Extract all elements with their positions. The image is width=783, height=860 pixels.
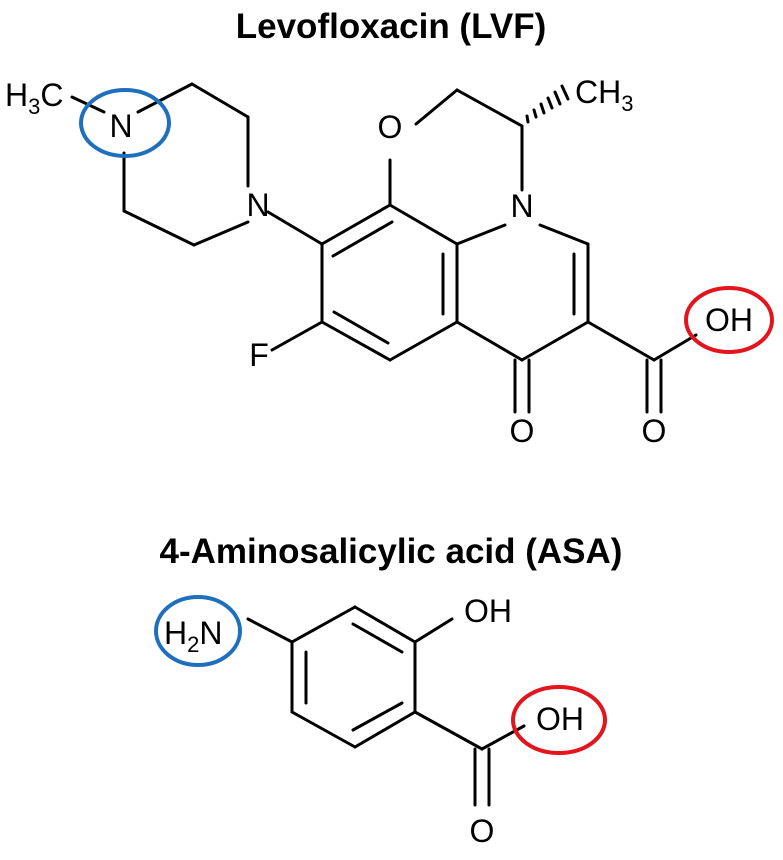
o-acid-label: O xyxy=(470,813,495,849)
n-methyl-label: N xyxy=(109,108,132,144)
acid-highlight-ring xyxy=(684,286,774,354)
levofloxacin-bonds xyxy=(70,82,698,414)
acid-highlight-ring xyxy=(511,685,607,755)
hashed-wedge-bond xyxy=(525,84,570,124)
o-keto-label: O xyxy=(510,413,535,449)
n-ring-label: N xyxy=(510,188,533,224)
o-ring-label: O xyxy=(378,109,403,145)
ch3-label: CH3 xyxy=(575,74,633,116)
aminosalicylic-acid-title: 4-Aminosalicylic acid (ASA) xyxy=(160,532,623,571)
oh-acid-label: OH xyxy=(705,302,753,338)
levofloxacin-title: Levofloxacin (LVF) xyxy=(236,7,547,46)
amine-highlight-ring xyxy=(154,595,242,667)
aminosalicylic-acid-bonds xyxy=(246,605,526,807)
oh-phenol-label: OH xyxy=(464,593,512,629)
h2n-label: H2N xyxy=(164,615,222,657)
f-label: F xyxy=(249,337,269,373)
aminosalicylic-acid-structure: 4-Aminosalicylic acid (ASA) H2N OH OH O xyxy=(154,532,623,849)
n-piperazine-label: N xyxy=(246,187,269,223)
o-acid-label: O xyxy=(642,413,667,449)
amine-highlight-ring xyxy=(79,88,171,158)
h3c-label: H3C xyxy=(5,77,63,119)
oh-acid-label: OH xyxy=(536,701,584,737)
levofloxacin-structure: Levofloxacin (LVF) xyxy=(5,7,774,449)
